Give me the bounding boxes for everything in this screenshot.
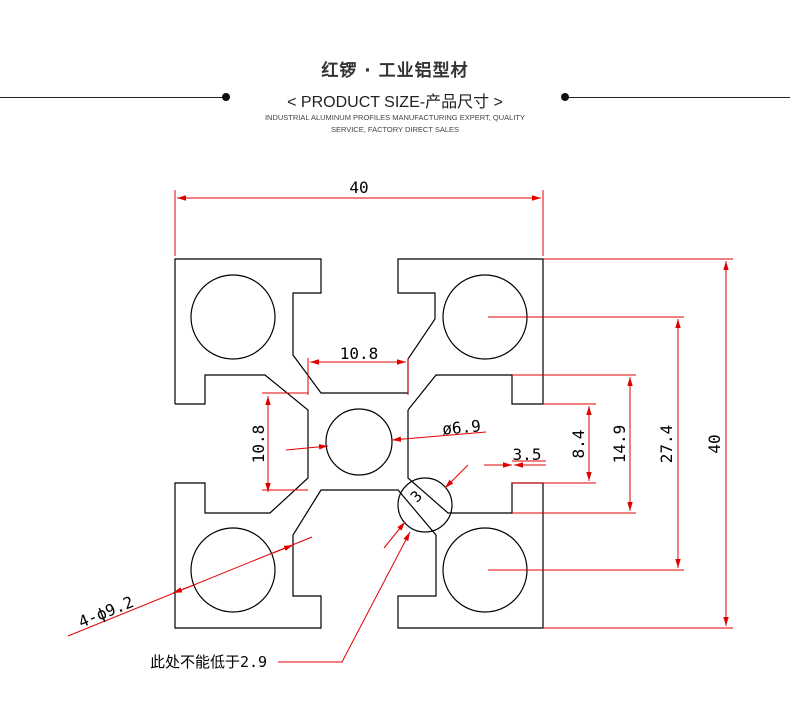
tagline-line-2: SERVICE, FACTORY DIRECT SALES [330,125,460,134]
dimension-lines [67,190,733,663]
hole-top-left [190,274,276,360]
outline-core-left [174,374,544,629]
dim-hole-pitch: 27.4 [657,425,676,464]
dim-corner-holes: 4-ϕ9.2 [76,592,137,631]
header-title: 红锣 · 工业铝型材 [321,61,469,81]
dim-overall-height: 40 [705,434,724,453]
dim-rib-gap: 3.5 [513,445,542,464]
dim-slot-opening: 10.8 [340,344,379,363]
profile-outline [174,258,544,629]
header-rule-left [0,97,226,98]
header-dot-left [222,93,230,101]
holes [190,274,528,613]
wall-callout-circle [397,477,453,533]
dim-overall-width: 40 [349,178,368,197]
dim-center-bore: ø6.9 [442,416,482,438]
hole-bottom-left [190,527,276,613]
dimension-labels: 40 10.8 10.8 ø6.9 3.5 8.4 14.9 27.4 40 3… [76,178,724,671]
tagline-line-1: INDUSTRIAL ALUMINUM PROFILES MANUFACTURI… [264,113,526,122]
header-subtitle: < PRODUCT SIZE-产品尺寸 > [287,94,503,111]
dim-slot-depth: 8.4 [569,430,588,459]
dim-inner-span: 14.9 [610,425,629,464]
dim-core-height: 10.8 [249,425,268,464]
hole-center [325,408,393,476]
header-tagline: INDUSTRIAL ALUMINUM PROFILES MANUFACTURI… [0,112,790,136]
header-rule-right [566,97,790,98]
header-dot-right [561,93,569,101]
dim-note: 此处不能低于2.9 [150,653,267,671]
outline-top-left [174,258,544,411]
